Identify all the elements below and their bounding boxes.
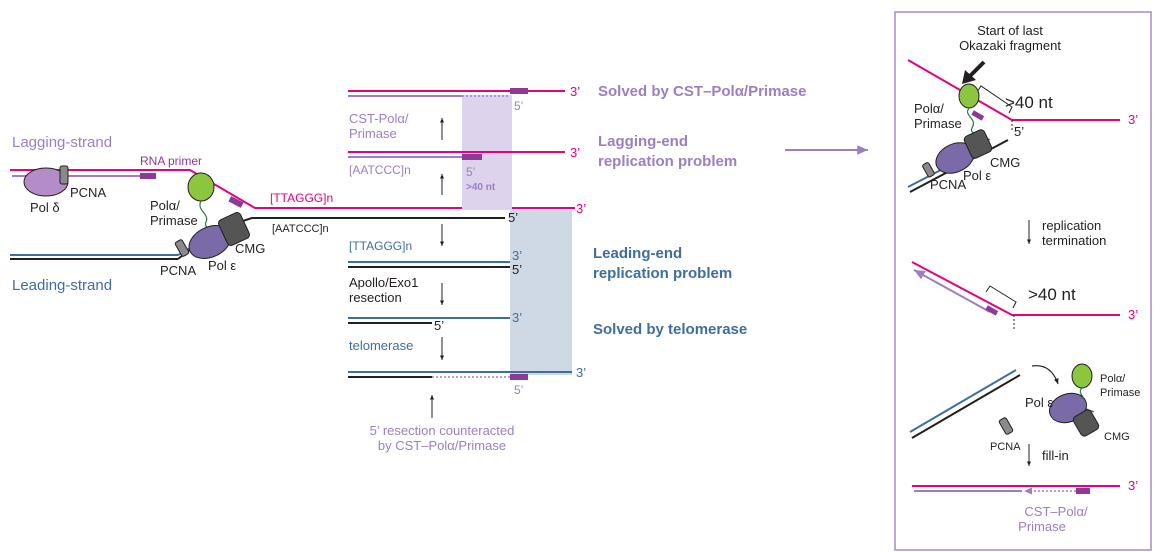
row2-primer (462, 154, 482, 160)
mid-magenta-strand (911, 261, 1120, 316)
cmg-label: CMG (235, 241, 265, 256)
mid-3prime: 3’ (1128, 307, 1138, 322)
pcna-bottom-shape (174, 239, 190, 257)
row2-3prime: 3’ (570, 145, 580, 160)
apollo-label-2: resection (349, 290, 402, 305)
start-arrow-head (962, 70, 976, 84)
row6-3prime: 3’ (576, 365, 586, 380)
top-cmg-shape (963, 129, 993, 159)
top-bracket (976, 85, 1013, 114)
middle-panel: 3’ 5’ CST-Polα/ Primase 3’ [AATCCC]n 5’ … (348, 83, 868, 453)
resection-note-1: 5’ resection counteracted (370, 423, 515, 438)
mid-pola-2: Primase (1100, 387, 1140, 399)
mid-black-strand (911, 374, 1021, 439)
resection-note-2: by CST–Polα/Primase (378, 438, 506, 453)
row4-5prime: 5’ (512, 262, 522, 277)
solved-telomerase-heading: Solved by telomerase (593, 321, 747, 338)
pcna-top-label: PCNA (70, 185, 106, 200)
termination-1: replication (1042, 218, 1101, 233)
mid-primer (985, 305, 999, 316)
mid-lavender-strand (913, 269, 991, 313)
bottom-cst-2: Primase (1018, 519, 1066, 534)
start-arrow (968, 60, 986, 78)
ttaggg-label: [TTAGGG]n (270, 191, 333, 205)
row4-3prime: 3’ (512, 248, 522, 263)
lagging-problem-heading-2: replication problem (598, 153, 737, 170)
top-cmg-label: CMG (990, 155, 1020, 170)
row1-primer (510, 88, 528, 94)
pol-epsilon-label: Pol ε (208, 258, 236, 273)
pcna-bottom-label: PCNA (160, 263, 196, 278)
fill-in-label: fill-in (1042, 448, 1069, 463)
bottom-cst-1: CST–Polα/ (1024, 504, 1088, 519)
rna-primer-bar (140, 173, 156, 179)
pola-primase-label-1: Polα/ (150, 198, 180, 213)
aatccc-label: [AATCCC]n (272, 223, 329, 235)
row2-5prime: 5’ (466, 165, 475, 179)
mid-blue-strand (909, 369, 1017, 433)
start-last-1: Start of last (977, 23, 1043, 38)
row2-gt40: >40 nt (466, 182, 496, 193)
bottom-3prime: 3’ (1128, 478, 1138, 493)
fork-5prime: 5’ (508, 210, 518, 225)
top-pola-shape (958, 83, 980, 109)
top-pcna-shape (922, 162, 935, 178)
mid-pol-epsilon-label: Pol ε (1025, 395, 1053, 410)
row2-aatccc: [AATCCC]n (349, 163, 411, 177)
telomerase-label: telomerase (349, 338, 413, 353)
mid-gt40: >40 nt (1028, 285, 1076, 304)
mid-pola-1: Polα/ (1100, 373, 1126, 385)
start-last-2: Okazaki fragment (959, 38, 1061, 53)
top-pola-2: Primase (914, 116, 962, 131)
mid-pola-shape (1071, 363, 1093, 389)
mid-pcna-shape (998, 417, 1014, 435)
replication-fork: Lagging-strand Leading-strand RNA primer… (10, 134, 575, 294)
top-pol-epsilon-label: Pol ε (963, 168, 991, 183)
top-primer (971, 110, 985, 121)
termination-2: termination (1042, 233, 1106, 248)
row6-5prime: 5’ (514, 383, 523, 397)
row4-ttaggg: [TTAGGG]n (349, 239, 412, 253)
primer-bar-2 (228, 196, 244, 208)
row6-primer (510, 374, 528, 380)
right-panel-border (894, 11, 1152, 551)
top-3prime: 3’ (1128, 112, 1138, 127)
lagging-problem-heading-1: Lagging-end (598, 133, 688, 150)
cst-label-2: Primase (349, 126, 397, 141)
leading-problem-heading-1: Leading-end (593, 245, 682, 262)
pola-primase-shape (187, 172, 215, 202)
cmg-shape (218, 212, 250, 246)
mid-cmg-shape (1072, 409, 1100, 437)
row5-3prime: 3’ (512, 310, 522, 325)
lagging-strand-label: Lagging-strand (12, 134, 112, 151)
apollo-label-1: Apollo/Exo1 (349, 275, 418, 290)
leading-problem-heading-2: replication problem (593, 265, 732, 282)
mid-bracket (985, 285, 1017, 309)
top-gt40: >40 nt (1005, 93, 1053, 112)
bottom-primer (1076, 488, 1090, 494)
pol-delta-label: Pol δ (30, 200, 60, 215)
leading-strand-label: Leading-strand (12, 277, 112, 294)
right-panel: Start of last Okazaki fragment 3’ >40 nt… (894, 11, 1152, 551)
fork-3prime: 3’ (576, 201, 586, 216)
top-pcna-label: PCNA (930, 177, 966, 192)
mid-cmg-label: CMG (1104, 431, 1130, 443)
pcna-top-shape (59, 165, 69, 185)
row1-5prime: 5’ (514, 99, 523, 113)
row1-3prime: 3’ (570, 84, 580, 99)
leading-shade (510, 210, 572, 375)
lagging-parental-strand (10, 169, 575, 209)
mid-pcna-label: PCNA (990, 441, 1021, 453)
rna-primer-label: RNA primer (140, 154, 202, 168)
curved-arrow (1031, 365, 1059, 385)
cst-label-1: CST-Polα/ (349, 111, 409, 126)
top-5prime: 5’ (1014, 124, 1024, 139)
row5-5prime: 5’ (434, 318, 444, 333)
top-pola-1: Polα/ (914, 101, 944, 116)
solved-cst-heading: Solved by CST–Polα/Primase (598, 83, 806, 100)
pola-primase-label-2: Primase (150, 213, 198, 228)
